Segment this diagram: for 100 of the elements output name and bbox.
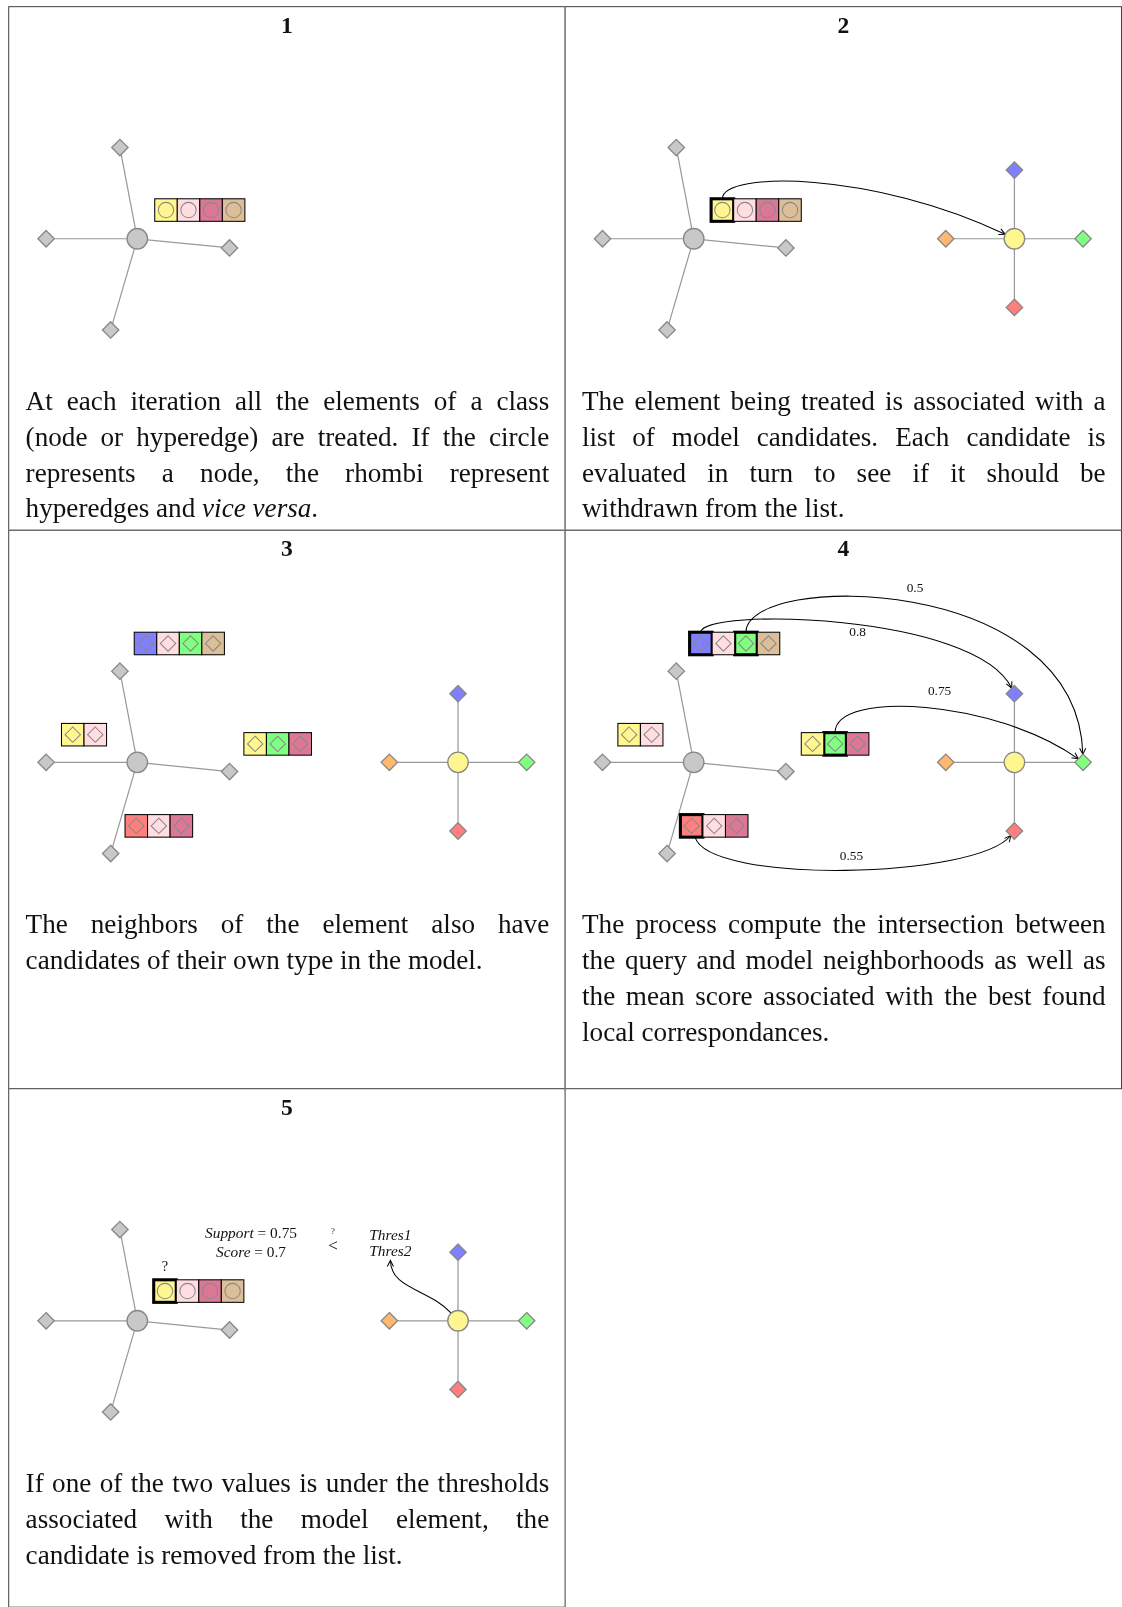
panel-number: 1 <box>281 11 293 40</box>
graph-diamond <box>1005 684 1024 703</box>
graph-diamond <box>667 662 686 681</box>
connector-line <box>111 247 136 325</box>
arrow <box>721 180 1006 236</box>
graph-diamond <box>380 1311 399 1330</box>
arrow <box>745 595 1086 755</box>
panel-number: 5 <box>281 1093 293 1122</box>
panel-number: 4 <box>837 534 850 564</box>
candidate-tile <box>724 814 749 838</box>
graph-diamond <box>1073 229 1093 248</box>
graph-circle <box>682 227 705 250</box>
connector-line <box>1013 701 1016 753</box>
graph-diamond <box>593 753 612 772</box>
panel-number: 2 <box>837 11 850 40</box>
connector-line <box>703 762 780 772</box>
candidate-tile <box>133 631 158 656</box>
connector-line <box>53 1320 128 1322</box>
graph-diamond <box>448 684 468 703</box>
connector-line <box>53 761 128 763</box>
panel-number: 3 <box>281 534 293 564</box>
math-label: Score = 0.7 <box>216 1244 287 1260</box>
graph-diamond <box>448 1243 468 1262</box>
connector-line <box>703 239 780 248</box>
candidate-tile <box>709 197 736 223</box>
connector-line <box>457 1330 459 1382</box>
panel <box>8 1088 566 1607</box>
graph-diamond <box>936 753 955 772</box>
graph-diamond <box>110 138 129 157</box>
candidate-tile <box>688 630 714 657</box>
graph-diamond <box>517 1311 536 1330</box>
graph-circle <box>1003 751 1026 774</box>
connector-line <box>1013 177 1016 230</box>
candidate-tile <box>711 631 736 656</box>
candidate-tile <box>147 814 171 838</box>
graph-diamond <box>1005 160 1024 180</box>
edge-label: 0.55 <box>839 847 864 863</box>
edge-label: 0.5 <box>906 580 924 596</box>
connector-line <box>111 1330 136 1407</box>
candidate-tile <box>60 722 85 747</box>
graph-diamond <box>101 1402 120 1422</box>
candidate-tile <box>778 198 802 222</box>
panel <box>8 529 566 1090</box>
candidate-tile <box>220 1279 245 1303</box>
connector-line <box>668 771 692 848</box>
math-label: Support = 0.75 <box>205 1226 297 1242</box>
math-label: ? <box>331 1227 335 1236</box>
candidate-tile <box>702 814 726 838</box>
graph-diamond <box>657 844 677 863</box>
graph-diamond <box>36 753 56 772</box>
candidate-tile <box>755 198 780 222</box>
graph-circle <box>447 751 469 774</box>
graph-diamond <box>1005 821 1024 841</box>
arrow <box>834 705 1079 760</box>
graph-circle <box>126 1309 149 1332</box>
graph-diamond <box>110 1220 129 1239</box>
graph-diamond <box>1005 298 1024 317</box>
graph-diamond <box>667 138 686 157</box>
candidate-tile <box>83 722 108 747</box>
graph-diamond <box>101 844 120 863</box>
candidate-tile <box>178 631 203 656</box>
candidate-tile <box>169 814 194 838</box>
graph-diamond <box>448 821 468 841</box>
panel-text: The neighbors of the element also have candidates of their own type in the model. <box>25 907 550 978</box>
connector-line <box>953 238 1005 240</box>
panel-text: The element being treated is associated with a list of model candidates. Each candidate is evaluated in turn to see if it should be withdrawn from the list. <box>582 384 1106 526</box>
candidate-tile <box>176 198 201 222</box>
graph-circle <box>126 227 149 250</box>
connector-line <box>457 771 459 824</box>
connector-line <box>53 238 128 240</box>
graph-circle <box>447 1309 469 1332</box>
panel-text: The process compute the intersection between the query and model neighborhoods as well as the mean score associated with the best found local correspondances. <box>582 907 1106 1050</box>
connector-line <box>1024 761 1076 763</box>
candidate-tile <box>154 198 178 222</box>
graph-circle <box>126 751 149 774</box>
connector-line <box>457 701 459 753</box>
candidate-tile <box>639 722 664 747</box>
connector-line <box>120 1235 136 1312</box>
candidate-tile <box>822 731 848 757</box>
graph-circle <box>1003 227 1026 250</box>
graph-diamond <box>593 229 612 248</box>
candidate-tile <box>221 198 246 222</box>
panel-text: If one of the two values is under the thresholds associated with the model element, the candidate is removed from the list. <box>25 1466 550 1572</box>
graph-diamond <box>220 762 239 781</box>
graph-diamond <box>517 753 536 772</box>
graph-diamond <box>657 320 677 340</box>
connector-line <box>676 677 693 753</box>
graph-diamond <box>36 1311 56 1330</box>
connector-line <box>111 771 136 848</box>
edge-label: 0.75 <box>927 682 952 698</box>
candidate-tile <box>265 732 290 756</box>
arrow <box>387 1259 452 1314</box>
candidate-tile <box>156 631 180 656</box>
graph-circle <box>682 751 705 774</box>
candidate-tile <box>124 814 149 838</box>
arrow <box>700 618 1013 689</box>
connector-line <box>953 761 1005 763</box>
panel <box>564 6 1122 531</box>
graph-diamond <box>936 229 955 248</box>
graph-diamond <box>380 753 399 772</box>
